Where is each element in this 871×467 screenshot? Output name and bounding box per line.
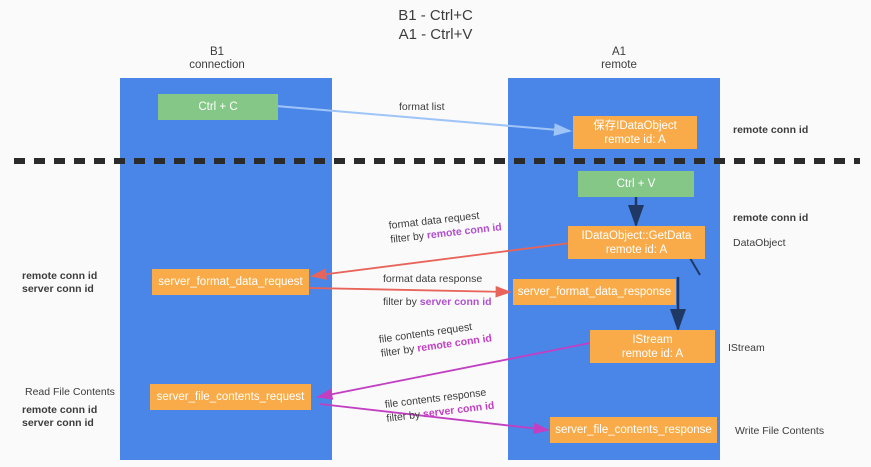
lane-a1-name: A1: [611, 46, 627, 58]
node-idataobject-getdata[interactable]: IDataObject::GetData remote id: A: [568, 226, 705, 259]
filter-prefix: filter by: [389, 229, 428, 246]
node-server-file-contents-response-line1: server_file_contents_response: [555, 424, 712, 436]
node-server-format-data-response[interactable]: server_format_data_response: [513, 279, 676, 305]
edge-label-format-data-response: format data response filter by server co…: [383, 272, 492, 309]
annotation-dataobject: DataObject: [733, 237, 786, 249]
title-line-2: A1 - Ctrl+V: [398, 26, 473, 43]
page-title: B1 - Ctrl+C A1 - Ctrl+V: [0, 6, 871, 44]
annotation-left-remote-conn-id-mid: remote conn id: [22, 270, 98, 282]
node-server-format-data-request[interactable]: server_format_data_request: [152, 269, 309, 295]
node-server-file-contents-response[interactable]: server_file_contents_response: [550, 417, 717, 443]
annotation-istream: IStream: [728, 342, 765, 354]
annotation-write-file-contents: Write File Contents: [735, 425, 825, 437]
annotation-left-server-conn-id-bot: server conn id: [22, 417, 94, 429]
node-ctrl-c[interactable]: Ctrl + C: [158, 94, 278, 120]
node-istream[interactable]: IStream remote id: A: [590, 330, 715, 363]
edge-label-file-contents-response: file contents response filter by server …: [384, 385, 495, 426]
filter-key-server-conn-id: server conn id: [419, 296, 492, 308]
lane-b1-name: B1: [209, 46, 225, 58]
node-save-idataobject-line1: 保存IDataObject: [593, 119, 677, 132]
annotation-left-remote-conn-id-bot: remote conn id: [22, 404, 98, 416]
lane-header-a1: A1 remote: [540, 46, 698, 72]
filter-prefix: filter by: [385, 408, 424, 425]
node-server-format-data-response-line1: server_format_data_response: [517, 286, 672, 298]
annotation-remote-conn-id-top: remote conn id: [733, 124, 809, 136]
edge-label-file-contents-request: file contents request filter by remote c…: [378, 317, 493, 360]
node-istream-line2: remote id: A: [621, 347, 684, 360]
annotation-left-server-conn-id-mid: server conn id: [22, 283, 94, 295]
lane-header-b1: B1 connection: [138, 46, 296, 72]
node-server-file-contents-request-line1: server_file_contents_request: [156, 391, 305, 403]
node-istream-line1: IStream: [632, 333, 673, 346]
filter-prefix: filter by: [383, 296, 420, 308]
edge-label-format-data-response-filter: filter by server conn id: [383, 295, 492, 309]
lane-b1-role: connection: [189, 59, 245, 71]
edge-label-format-data-response-text: format data response: [383, 273, 483, 285]
annotation-read-file-contents: Read File Contents: [25, 386, 115, 398]
title-line-1: B1 - Ctrl+C: [398, 7, 473, 24]
node-server-format-data-request-line1: server_format_data_request: [158, 276, 303, 288]
edge-label-format-list: format list: [399, 101, 445, 113]
edge-label-format-data-request: format data request filter by remote con…: [388, 206, 502, 247]
filter-prefix: filter by: [380, 342, 419, 360]
lane-a1-role: remote: [601, 59, 637, 71]
node-ctrl-v-line1: Ctrl + V: [616, 178, 656, 190]
node-idataobject-getdata-line2: remote id: A: [605, 243, 668, 256]
node-ctrl-c-line1: Ctrl + C: [198, 101, 238, 113]
node-save-idataobject-line2: remote id: A: [604, 133, 666, 146]
node-server-file-contents-request[interactable]: server_file_contents_request: [150, 384, 311, 410]
node-idataobject-getdata-line1: IDataObject::GetData: [581, 229, 692, 242]
node-save-idataobject[interactable]: 保存IDataObject remote id: A: [573, 116, 697, 149]
annotation-remote-conn-id-mid: remote conn id: [733, 212, 809, 224]
node-ctrl-v[interactable]: Ctrl + V: [578, 171, 694, 197]
